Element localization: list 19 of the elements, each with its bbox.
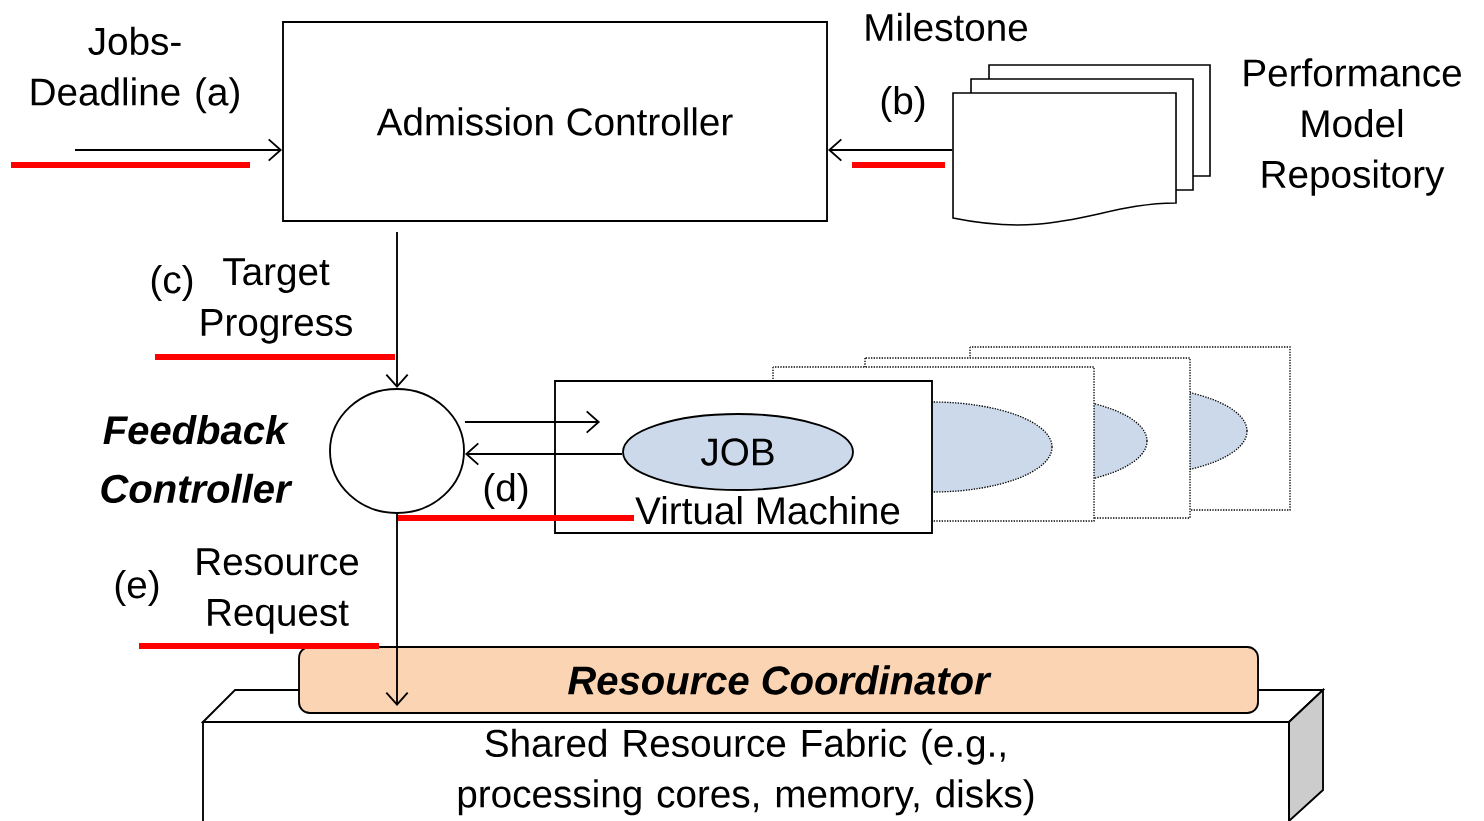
arrow bbox=[827, 138, 954, 162]
arrow bbox=[464, 442, 623, 466]
edge-label: (b) bbox=[881, 86, 925, 122]
fabric-text: Shared Resource Fabric (e.g., processing cores, memory, disks) bbox=[458, 728, 1034, 816]
edge-label: Resource Request bbox=[197, 548, 358, 634]
process-box: Admission Controller bbox=[282, 21, 828, 222]
arrow bbox=[385, 513, 409, 706]
annotation-text: (c) bbox=[151, 265, 193, 301]
annotation-text: Milestone bbox=[866, 12, 1027, 42]
annotation-text: (e) bbox=[115, 570, 159, 606]
repository-label: Performance Model Repository bbox=[1244, 58, 1461, 196]
arrow bbox=[385, 231, 409, 389]
edge-label: (d) bbox=[484, 473, 528, 509]
controller-label: Feedback Controller bbox=[101, 415, 293, 504]
edge-label: Target Progress bbox=[201, 258, 352, 344]
arrow bbox=[74, 138, 283, 162]
arrow bbox=[464, 410, 601, 434]
edge-label: Jobs- Deadline (a) bbox=[31, 26, 239, 114]
coordinator-bar: Resource Coordinator bbox=[298, 646, 1259, 714]
